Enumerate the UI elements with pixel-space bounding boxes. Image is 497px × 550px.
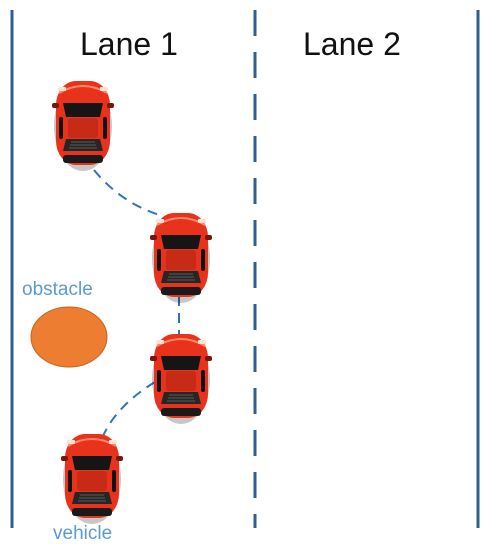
car-icon [149, 333, 213, 425]
vehicle-label: vehicle [53, 523, 113, 544]
obstacle-icon [30, 306, 108, 368]
trajectory-path [93, 169, 180, 437]
car-icon [149, 212, 213, 304]
vehicle-car-icon [60, 433, 124, 525]
car-icon [51, 80, 115, 172]
lane-2-label: Lane 2 [303, 26, 401, 62]
lane-1-label: Lane 1 [80, 26, 178, 62]
obstacle-label: obstacle [22, 279, 93, 300]
